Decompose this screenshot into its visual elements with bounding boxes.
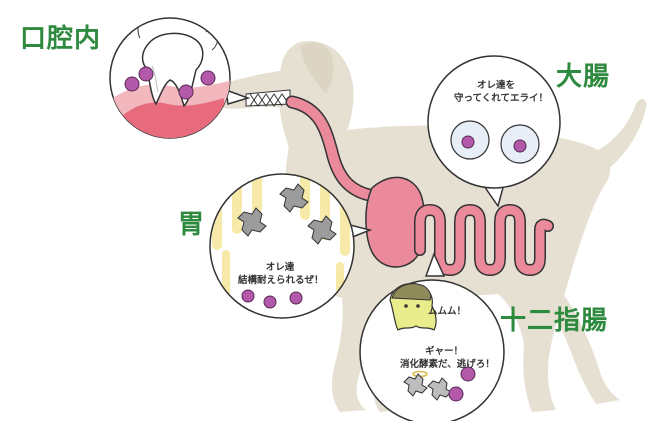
speech-line: オレ達 bbox=[265, 262, 295, 273]
label-mouth: 口腔内 bbox=[20, 24, 102, 54]
speech-line: 結構耐えられるぜ！ bbox=[238, 274, 324, 286]
speech-duodenum-short: ムムム！ bbox=[428, 306, 467, 317]
purple-bacteria bbox=[124, 66, 527, 402]
speech-duodenum-long: ギャー！ 消化酵素だ、逃げろ！ bbox=[400, 346, 495, 372]
speech-line: 守ってくれてエライ！ bbox=[454, 92, 548, 104]
digestive-tract bbox=[285, 95, 554, 276]
duodenum-bubble bbox=[359, 252, 505, 421]
speech-line: オレ達を bbox=[476, 80, 515, 91]
speech-line: ギャー！ bbox=[424, 346, 463, 357]
label-duodenum: 十二指腸 bbox=[500, 306, 609, 336]
large-intestine-bubble bbox=[427, 55, 561, 208]
label-large-intestine: 大腸 bbox=[556, 62, 611, 92]
label-stomach: 胃 bbox=[178, 210, 206, 240]
speech-stomach: オレ達 結構耐えられるぜ！ bbox=[238, 262, 324, 288]
speech-large-intestine: オレ達を 守ってくれてエライ！ bbox=[454, 80, 548, 106]
speech-line: 消化酵素だ、逃げろ！ bbox=[400, 358, 495, 370]
